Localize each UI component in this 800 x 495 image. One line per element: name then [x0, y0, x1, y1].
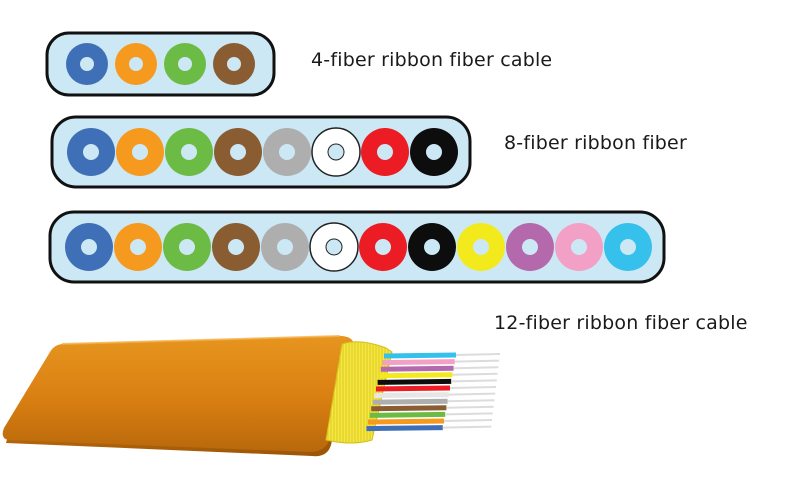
ribbon-12-fiber-core-green: [179, 239, 195, 255]
ribbon-4-fibers: [66, 43, 255, 85]
ribbon-12-fiber-core-slate: [277, 239, 293, 255]
ribbon-12-fiber-core-blue: [81, 239, 97, 255]
cable-fiber-yellow: [379, 372, 453, 379]
cable-fiber-green: [369, 411, 446, 418]
label-4-fiber: 4-fiber ribbon fiber cable: [311, 49, 553, 71]
label-8-fiber: 8-fiber ribbon fiber: [504, 132, 687, 154]
cable-bare-fiber-aqua: [455, 353, 501, 356]
ribbon-8-fiber-core-blue: [83, 144, 99, 160]
ribbon-12-fiber-core-rose: [571, 239, 587, 255]
cable-fiber-white: [374, 392, 449, 399]
ribbon-8-fibers: [67, 127, 458, 177]
ribbon-8-fiber-core-orange: [132, 144, 148, 160]
ribbon-12-fiber-core-orange: [130, 239, 146, 255]
cable-fiber-brown: [371, 405, 447, 412]
ribbon-4-fiber-core-blue: [80, 57, 94, 71]
ribbon-12-fiber-core-aqua: [620, 239, 636, 255]
cable-bare-fiber-yellow: [452, 372, 498, 376]
cable-bare-fiber-blue: [442, 425, 492, 429]
ribbon-12-fiber-core-yellow: [473, 239, 489, 255]
cable-fiber-red: [375, 385, 451, 392]
ribbon-12-fibers: [65, 222, 652, 272]
ribbon-8-fiber-core-brown: [230, 144, 246, 160]
ribbon-12-fiber-core-white: [325, 238, 343, 256]
ribbon-8-fiber-core-green: [181, 144, 197, 160]
ribbon-cable-illustration: [2, 335, 501, 457]
cable-fiber-blue: [366, 425, 443, 432]
cable-bare-fiber-violet: [453, 366, 499, 370]
cable-fiber-black: [377, 378, 452, 385]
cable-jacket: [2, 336, 355, 452]
cable-bare-fiber-brown: [446, 405, 494, 409]
ribbon-8-fiber-core-black: [426, 144, 442, 160]
ribbon-4-fiber-core-orange: [129, 57, 143, 71]
ribbon-12-fiber-core-brown: [228, 239, 244, 255]
cable-bare-fiber-slate: [447, 399, 495, 403]
cable-bare-fiber-white: [448, 392, 496, 396]
ribbon-12-fiber-core-red: [375, 239, 391, 255]
cable-fiber-aqua: [383, 352, 457, 359]
cable-bare-fiber-rose: [454, 359, 500, 363]
ribbon-12-fiber-core-black: [424, 239, 440, 255]
cable-fiber-violet: [380, 365, 454, 372]
ribbon-8-fiber-core-slate: [279, 144, 295, 160]
ribbon-8-fiber-core-red: [377, 144, 393, 160]
cable-bare-fiber-green: [445, 412, 493, 416]
ribbon-4-matrix: [45, 31, 276, 97]
cable-fiber-tails: [366, 352, 501, 432]
cable-bare-fiber-orange: [443, 419, 493, 422]
ribbon-4-fiber-core-brown: [227, 57, 241, 71]
ribbon-12-fiber-core-violet: [522, 239, 538, 255]
ribbon-4-fiber-core-green: [178, 57, 192, 71]
cable-fiber-orange: [367, 418, 445, 425]
cable-bare-fiber-red: [449, 386, 497, 389]
ribbon-8-fiber-core-white: [327, 143, 345, 161]
cable-bare-fiber-black: [451, 379, 497, 383]
cable-fiber-slate: [372, 398, 448, 405]
cable-fiber-rose: [382, 359, 455, 366]
label-12-fiber: 12-fiber ribbon fiber cable: [494, 312, 748, 334]
